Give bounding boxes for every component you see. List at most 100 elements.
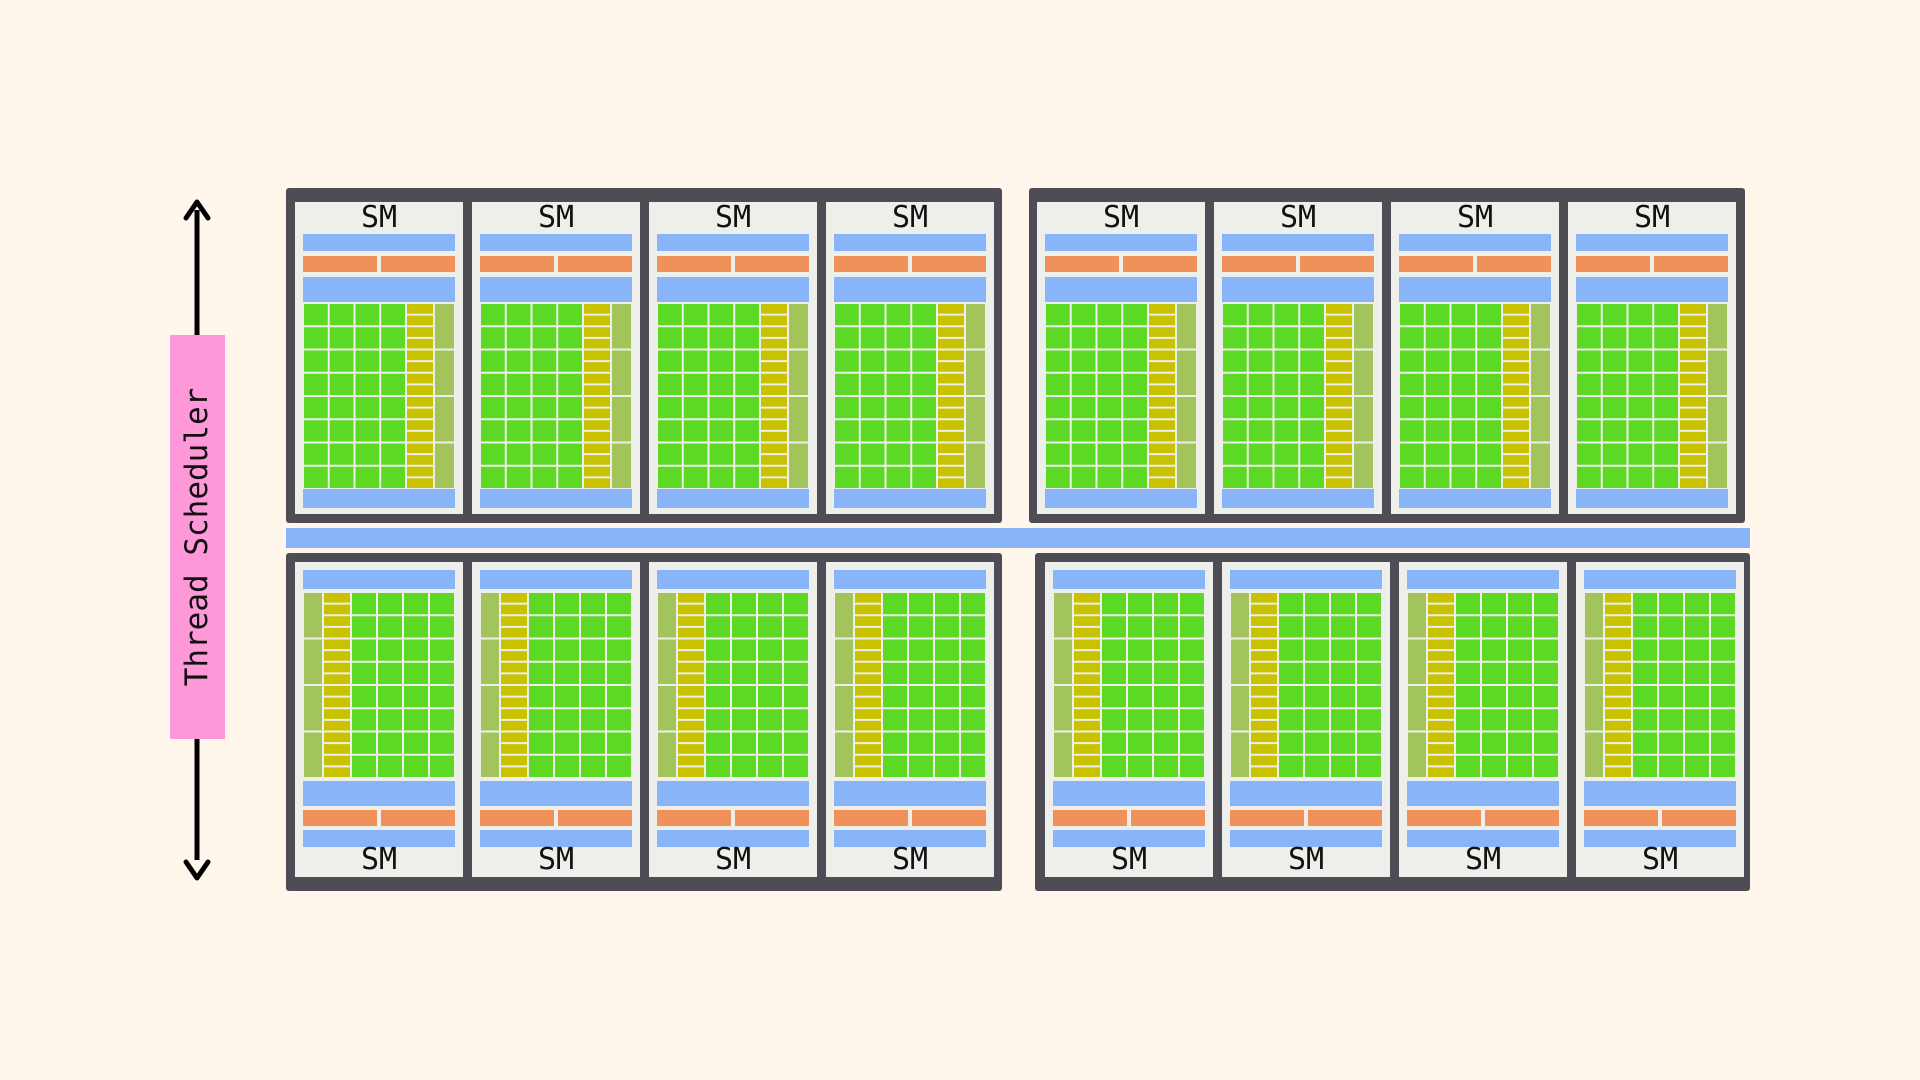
special-unit-cell — [407, 466, 433, 477]
core-cell — [381, 304, 405, 326]
special-unit-cell — [855, 662, 881, 673]
core-cell — [529, 662, 553, 684]
core-cell — [835, 350, 859, 372]
special-unit-cell — [1149, 443, 1175, 454]
core-cell — [1425, 373, 1450, 395]
special-unit-cell — [1503, 373, 1529, 384]
core-cell — [1300, 350, 1324, 372]
special-unit-cell — [501, 627, 527, 638]
blue-bar — [303, 781, 455, 806]
core-cell — [1628, 304, 1653, 326]
core-cell — [1628, 420, 1653, 442]
core-cell — [558, 304, 582, 326]
core-cell — [529, 593, 553, 615]
special-unit-cell — [1251, 697, 1277, 708]
core-cell — [1685, 593, 1709, 615]
side-unit-cell — [835, 732, 853, 777]
core-cell — [732, 662, 756, 684]
core-cell — [558, 466, 582, 488]
core-cell — [555, 755, 579, 777]
special-unit-cell — [761, 338, 787, 349]
side-unit-cell — [1054, 593, 1072, 638]
side-unit-cell — [658, 686, 676, 731]
sm-label: SM — [538, 842, 574, 877]
core-cell — [784, 686, 808, 708]
core-cell — [1659, 593, 1683, 615]
side-unit-cell — [1408, 593, 1426, 638]
core-cell — [555, 593, 579, 615]
core-cell — [532, 327, 557, 349]
core-cell — [1654, 327, 1678, 349]
core-cell — [909, 593, 933, 615]
special-unit-cell — [1428, 732, 1454, 743]
core-cell — [1300, 420, 1324, 442]
side-unit-cell — [1585, 686, 1603, 731]
core-cell — [555, 686, 579, 708]
orange-bar — [657, 256, 731, 272]
core-cell — [1456, 686, 1480, 708]
core-cell — [658, 397, 682, 419]
core-cell — [481, 350, 505, 372]
side-unit-cell — [612, 304, 631, 349]
orange-bar — [381, 810, 455, 826]
core-cell — [532, 466, 557, 488]
core-cell — [1223, 466, 1247, 488]
special-unit-cell — [1149, 350, 1175, 361]
core-cell — [1400, 466, 1424, 488]
core-cell — [1357, 593, 1381, 615]
core-cell — [378, 755, 402, 777]
core-cell — [735, 466, 759, 488]
core-cell — [709, 350, 734, 372]
special-unit-cell — [1503, 327, 1529, 337]
special-unit-cell — [761, 443, 787, 454]
special-unit-cell — [678, 662, 704, 673]
blue-bar — [1584, 830, 1736, 847]
special-unit-cell — [1503, 443, 1529, 454]
core-cell — [1477, 304, 1501, 326]
core-cell — [1357, 755, 1381, 777]
sm-unit: SM — [1568, 200, 1736, 514]
side-unit-cell — [1408, 732, 1426, 777]
side-unit-cell — [1354, 350, 1373, 395]
core-cell — [1425, 466, 1450, 488]
special-unit-cell — [938, 385, 964, 395]
special-unit-cell — [1251, 651, 1277, 661]
core-cell — [860, 304, 885, 326]
special-unit-cell — [761, 373, 787, 384]
core-cell — [1508, 709, 1532, 731]
special-unit-cell — [1074, 732, 1100, 743]
core-cell — [1456, 639, 1480, 661]
core-cell — [1534, 662, 1558, 684]
core-cell — [683, 443, 708, 465]
side-unit-cell — [304, 593, 322, 638]
special-unit-cell — [1074, 604, 1100, 615]
core-cell — [1711, 662, 1735, 684]
core-cell — [784, 732, 808, 754]
special-unit-cell — [1503, 431, 1529, 442]
core-cell — [430, 639, 454, 661]
orange-bar — [381, 256, 455, 272]
special-unit-cell — [678, 709, 704, 719]
core-cell — [1223, 350, 1247, 372]
core-cell — [1102, 709, 1126, 731]
core-cell — [1123, 327, 1147, 349]
core-cell — [1300, 443, 1324, 465]
core-cell — [1482, 686, 1506, 708]
sm-label: SM — [361, 842, 397, 877]
core-cell — [1223, 304, 1247, 326]
special-unit-cell — [855, 767, 881, 777]
core-cell — [1071, 350, 1096, 372]
special-unit-cell — [584, 478, 610, 488]
core-cell — [404, 755, 428, 777]
orange-bar — [1045, 256, 1119, 272]
special-unit-cell — [1680, 397, 1706, 407]
special-unit-cell — [678, 744, 704, 754]
special-unit-cell — [324, 767, 350, 777]
special-unit-cell — [1251, 755, 1277, 766]
core-cell — [1279, 686, 1303, 708]
core-cell — [1577, 350, 1601, 372]
core-cell — [1331, 755, 1355, 777]
sm-label: SM — [1280, 200, 1316, 235]
core-cell — [784, 755, 808, 777]
core-cell — [784, 662, 808, 684]
